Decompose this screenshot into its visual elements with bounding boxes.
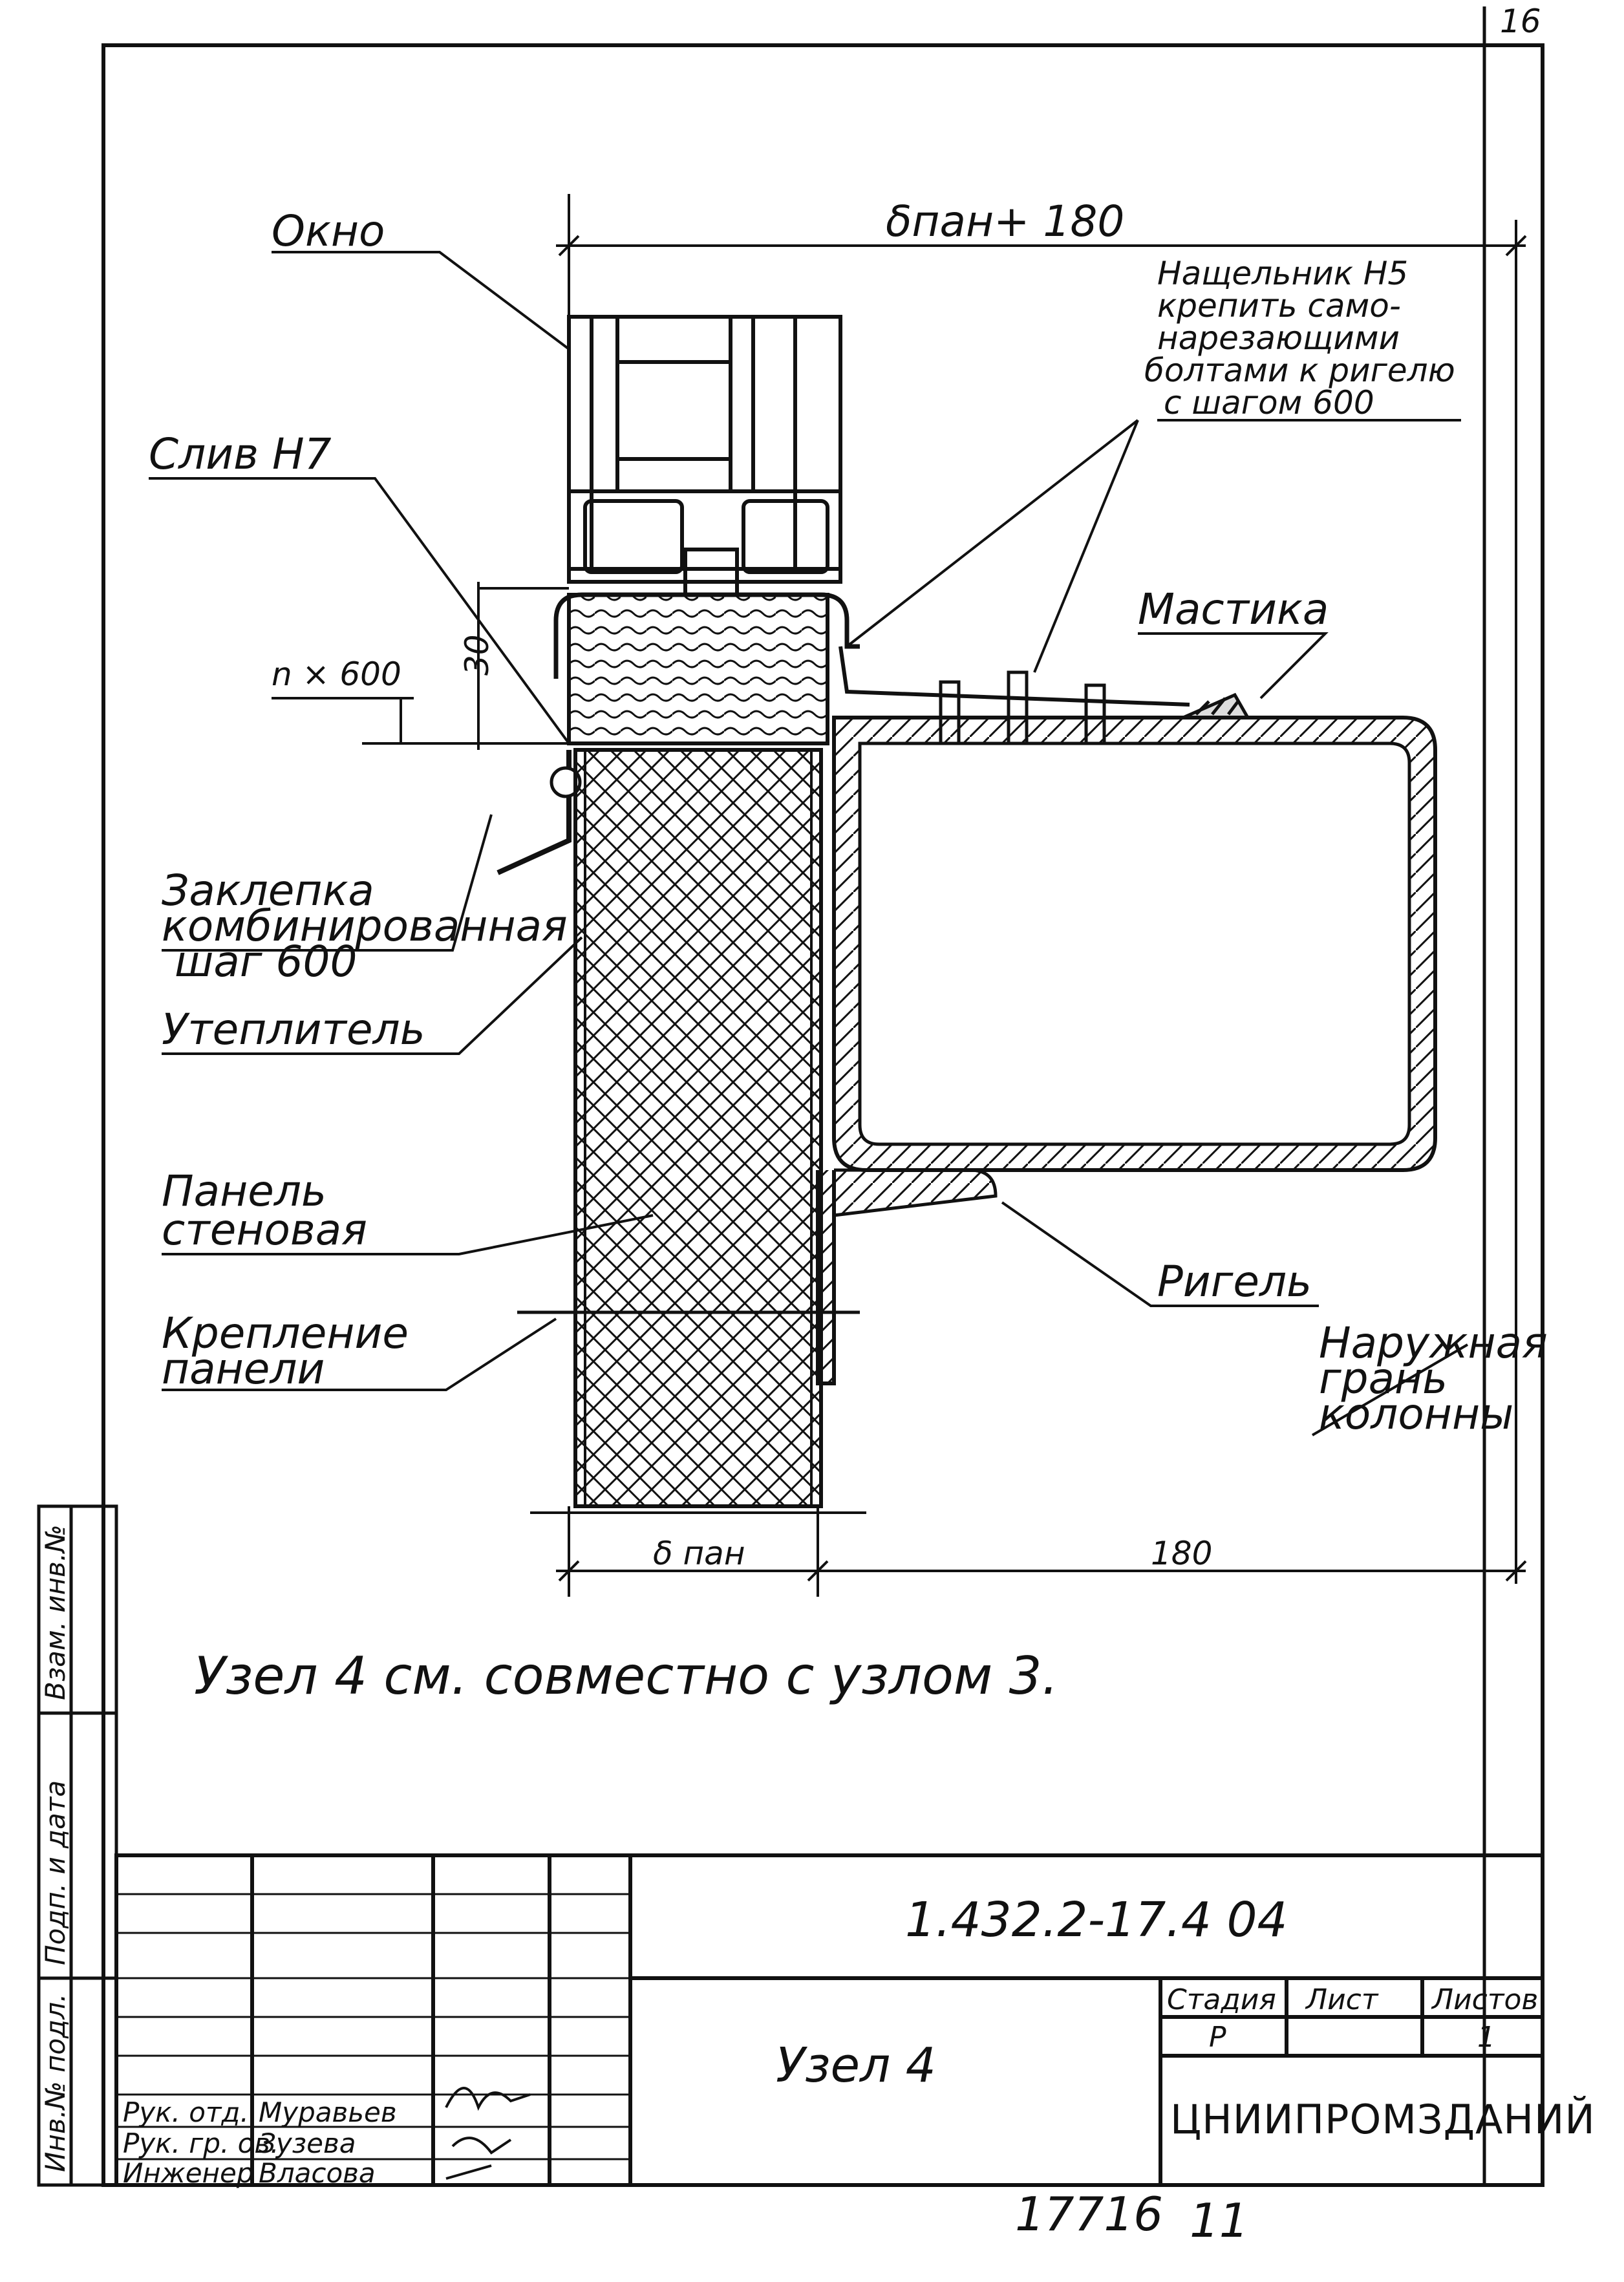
svg-text:с шагом 600: с шагом 600: [1164, 384, 1374, 421]
svg-text:Крепление: Крепление: [162, 1308, 409, 1358]
label-mastic: Мастика: [1138, 584, 1329, 634]
svg-text:колонны: колонны: [1319, 1389, 1513, 1439]
side-stamp-inv: Инв.№ подл.: [39, 1994, 71, 2172]
side-stamp-replace: Взам. инв.№: [39, 1524, 71, 1700]
archive-number: 17716: [1015, 2187, 1163, 2241]
svg-text:крепить само-: крепить само-: [1157, 287, 1401, 325]
drain-flashing-h7: [553, 592, 860, 679]
svg-text:Панель: Панель: [162, 1166, 326, 1216]
role-2: Рук. гр. ов.: [123, 2127, 279, 2159]
svg-text:Заклепка: Заклепка: [162, 866, 374, 915]
label-beam: Ригель: [1157, 1257, 1312, 1306]
label-panel: Панель стеновая: [162, 1166, 367, 1255]
stage-header: Стадия: [1167, 1983, 1276, 2016]
signatures: [445, 2087, 531, 2180]
label-drain-h7: Слив Н7: [149, 429, 332, 479]
svg-text:панели: панели: [162, 1344, 325, 1394]
label-window: Окно: [272, 206, 385, 256]
svg-text:Нащельник Н5: Нащельник Н5: [1157, 255, 1408, 292]
beam-rigel: [816, 716, 1437, 1385]
name-3: Власова: [259, 2157, 376, 2189]
stage-value: Р: [1209, 2021, 1226, 2054]
title-block: [114, 1853, 1544, 2187]
dimension-bottom: [556, 1506, 1527, 1597]
svg-text:Наружная: Наружная: [1319, 1318, 1548, 1368]
sheets-value: 1: [1477, 2021, 1495, 2054]
sheet-number-corner: 16: [1500, 3, 1541, 40]
drawing-title: Узел 4: [776, 2038, 936, 2093]
label-rivet: Заклепка комбинированная шаг 600: [162, 866, 568, 986]
dimension-panel-thickness: δ пан: [653, 1535, 745, 1572]
sheets-header: Листов: [1431, 1983, 1538, 2016]
label-column-face: Наружная грань колонны: [1319, 1318, 1548, 1439]
svg-text:стеновая: стеновая: [162, 1205, 367, 1255]
note-node-reference: Узел 4 см. совместно с узлом 3.: [194, 1646, 1058, 1706]
sheet-number: 11: [1190, 2193, 1249, 2248]
designation: 1.432.2-17.4 04: [905, 1892, 1288, 1948]
name-1: Муравьев: [259, 2096, 397, 2128]
dimension-pitch: [272, 582, 569, 750]
svg-text:нарезающими: нарезающими: [1157, 319, 1400, 357]
cap-flashing-h5: [839, 646, 1190, 707]
side-stamp-sign: Подп. и дата: [39, 1780, 71, 1965]
label-flashing-h5: Нащельник Н5 крепить само- нарезающими б…: [1144, 255, 1455, 421]
label-fastening: Крепление панели: [162, 1308, 409, 1394]
dimension-180: 180: [1151, 1535, 1212, 1572]
sheet-header: Лист: [1305, 1983, 1379, 2016]
wall-panel: [573, 748, 823, 1508]
window-frame: [567, 315, 842, 597]
mastic-fill: [1182, 692, 1251, 720]
label-insulation: Утеплитель: [162, 1005, 425, 1054]
side-stamp: [37, 1504, 118, 2187]
svg-text:грань: грань: [1319, 1354, 1448, 1403]
organization: ЦНИИПРОМЗДАНИЙ: [1170, 2096, 1596, 2143]
svg-text:шаг 600: шаг 600: [175, 937, 357, 986]
dimension-total-width: [556, 194, 1527, 1584]
leader-lines: [149, 251, 1469, 1436]
dimension-pitch-label: n × 600: [272, 656, 401, 693]
dimension-30-label: 30: [458, 634, 496, 676]
insulation-block: [567, 593, 829, 745]
dimension-total-width-label: δпан+ 180: [886, 197, 1124, 246]
svg-text:болтами к ригелю: болтами к ригелю: [1144, 352, 1455, 389]
role-1: Рук. отд.: [123, 2096, 249, 2128]
role-3: Инженер: [123, 2157, 254, 2189]
name-2: Зузева: [259, 2127, 356, 2159]
title-block-rows: [116, 1893, 630, 2160]
svg-text:комбинированная: комбинированная: [162, 901, 568, 951]
